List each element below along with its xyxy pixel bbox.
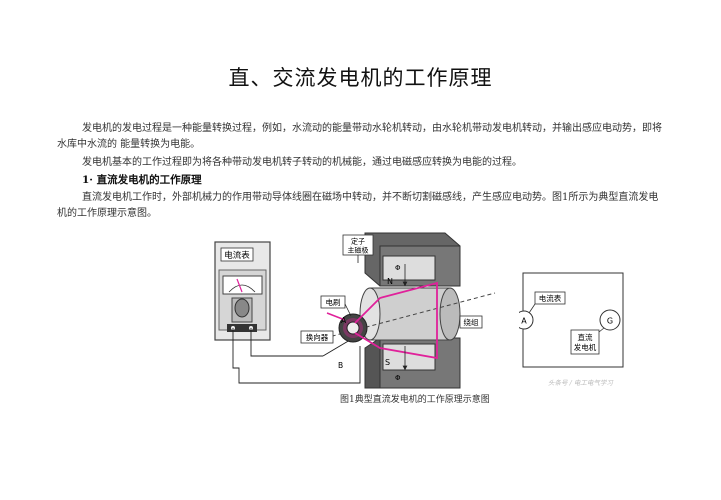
schematic-gen-label-2: 发电机	[574, 342, 597, 352]
dc-generator-illustration: 电流表 Φ N S Φ 定子 主磁极	[214, 232, 496, 389]
brush-label: 电刷	[326, 297, 341, 307]
watermark: 头条号 / 电工电气学习	[548, 379, 613, 387]
paragraph-dc-principle: 直流发电机工作时，外部机械力的作用带动导体线圈在磁场中转动，并不断切割磁感线，产…	[57, 192, 659, 219]
phi-bottom-label: Φ	[395, 374, 401, 382]
stator-top	[364, 232, 461, 287]
phi-top-label: Φ	[395, 264, 401, 272]
ammeter-label: 电流表	[224, 250, 250, 261]
pole-s-label: S	[385, 358, 390, 367]
point-b-label: B	[338, 361, 343, 370]
pole-n-label: N	[387, 277, 393, 286]
schematic-a-label: A	[521, 317, 527, 326]
stator-label-2: 主磁极	[348, 246, 369, 255]
figure-caption: 图1典型直流发电机的工作原理示意图	[340, 395, 490, 405]
commutator-label: 换向器	[306, 332, 329, 342]
winding-coil	[354, 281, 438, 360]
stator-bottom	[364, 337, 461, 389]
point-a-label: A	[341, 316, 347, 325]
schematic-generator-symbol	[599, 309, 621, 331]
schematic-ammeter-symbol	[519, 310, 534, 330]
schematic-g-label: G	[607, 317, 613, 326]
paragraph-intro: 发电机的发电过程是一种能量转换过程，例如，水流动的能量带动水轮机转动，由水轮机带…	[57, 123, 662, 150]
circuit-schematic: A G 电流表 直流 发电机	[519, 272, 624, 368]
schematic-gen-label-1: 直流	[578, 332, 593, 342]
schematic-ammeter-label: 电流表	[539, 293, 562, 303]
stator-label-1: 定子	[351, 237, 365, 246]
winding-label: 绕组	[464, 317, 479, 327]
page-title: 直、交流发电机的工作原理	[228, 66, 493, 90]
paragraph-process: 发电机基本的工作过程即为将各种带动发电机转子转动的机械能，通过电磁感应转换为电能…	[82, 157, 522, 168]
section-heading-dc: 1· 直流发电机的工作原理	[82, 174, 202, 186]
